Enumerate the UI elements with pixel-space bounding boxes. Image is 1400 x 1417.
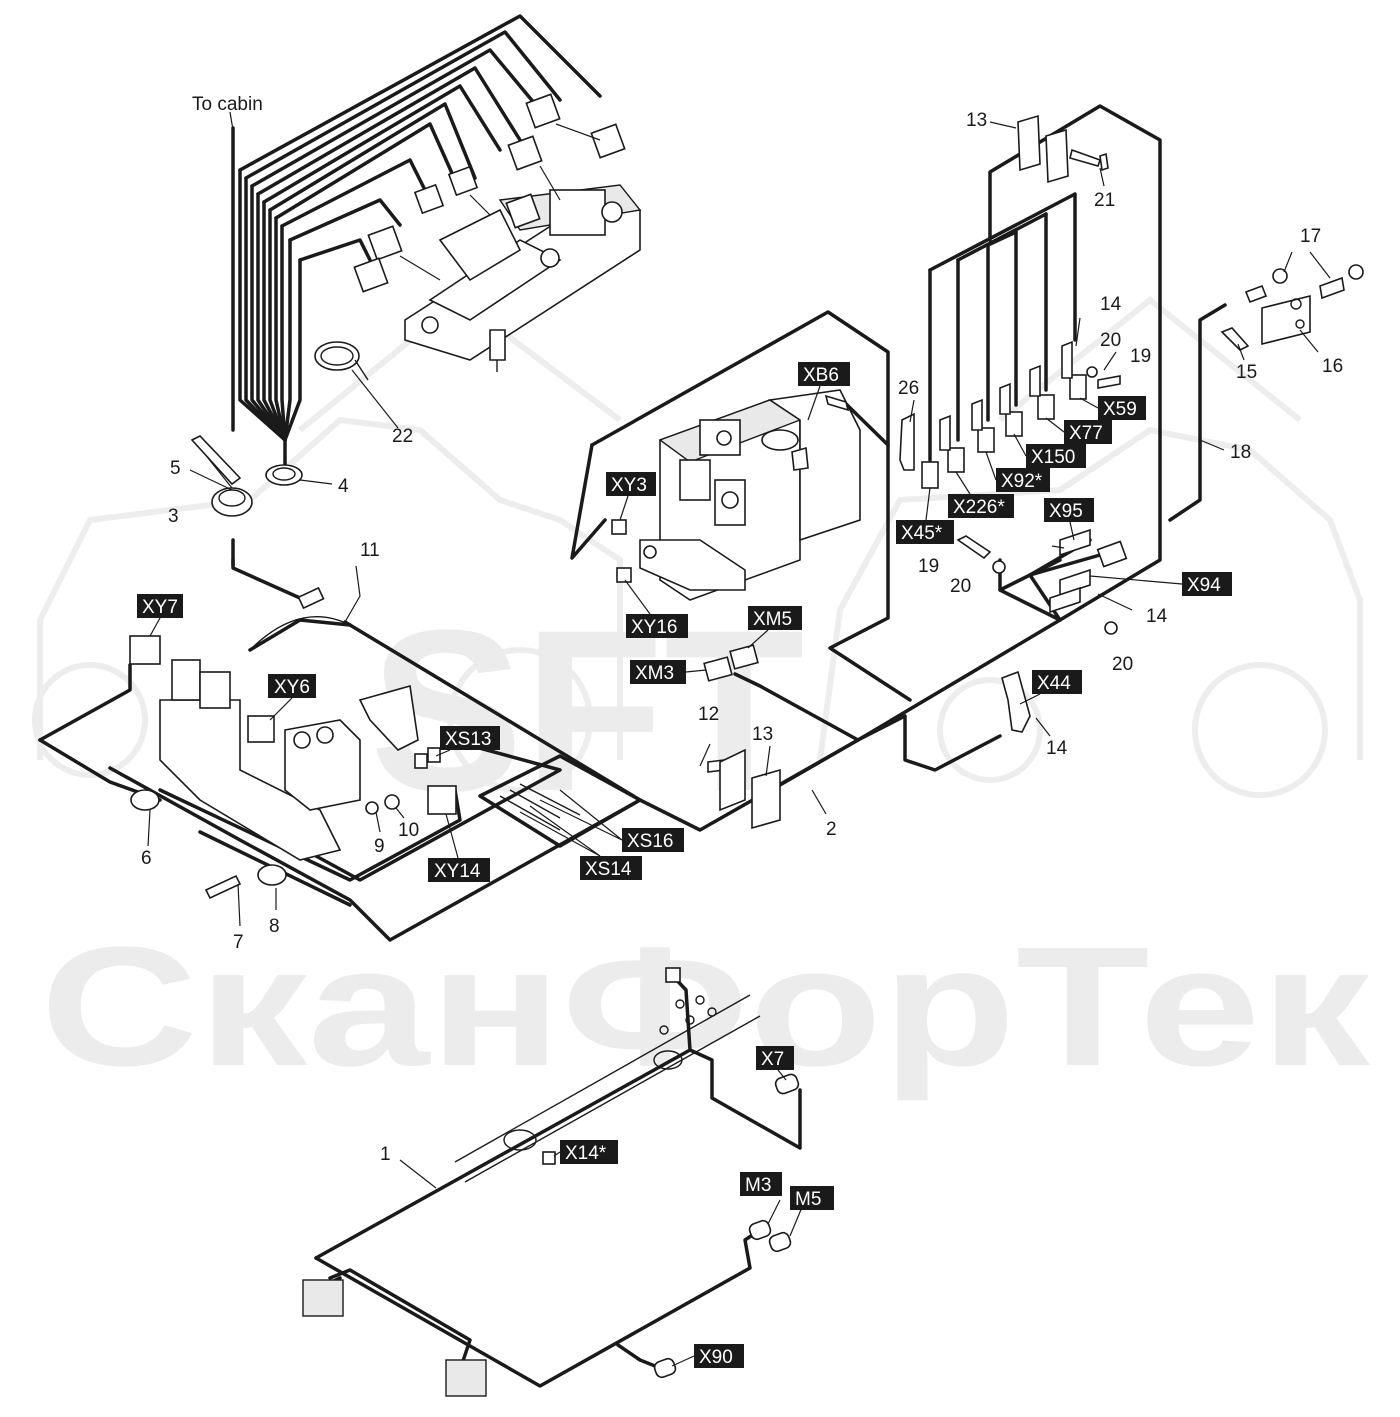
cabin-harness-bundle <box>231 14 602 600</box>
svg-text:X90: X90 <box>699 1347 733 1368</box>
tag-m5: M5 <box>790 1186 834 1210</box>
callout-10: 10 <box>398 820 419 841</box>
callout-3: 3 <box>168 506 179 527</box>
callout-9: 9 <box>374 836 385 857</box>
bottom-frame-harness <box>302 967 802 1397</box>
control-valve-block <box>353 93 642 372</box>
callout-20-low: 20 <box>1112 654 1133 675</box>
callout-11: 11 <box>360 540 380 561</box>
callout-numbers: 1 2 3 4 5 6 7 8 9 10 11 12 13 13 14 14 1… <box>141 110 1343 1165</box>
lower-valve-block <box>129 586 781 900</box>
callout-1: 1 <box>380 1144 391 1165</box>
callout-19-mid: 19 <box>918 556 939 577</box>
tag-x150: X150 <box>1026 444 1086 468</box>
svg-text:X92*: X92* <box>1001 471 1043 492</box>
callout-6: 6 <box>141 848 152 869</box>
tag-xb6: XB6 <box>798 362 850 386</box>
callout-20-mid: 20 <box>950 576 971 597</box>
svg-text:XB6: XB6 <box>803 365 839 386</box>
tag-xs13: XS13 <box>440 726 500 750</box>
svg-text:XS13: XS13 <box>445 729 491 750</box>
bracket-15-16-17 <box>1168 251 1364 522</box>
tag-xs16: XS16 <box>622 828 684 852</box>
callout-13-upper: 13 <box>966 110 987 131</box>
watermark-tractor-outline <box>32 296 1363 798</box>
svg-text:X45*: X45* <box>901 523 943 544</box>
tag-xm5: XM5 <box>748 606 802 630</box>
callout-4: 4 <box>338 476 349 497</box>
callout-13-lower: 13 <box>752 724 773 745</box>
svg-text:XS16: XS16 <box>627 831 673 852</box>
callout-5: 5 <box>170 458 181 479</box>
pump-harness <box>570 310 912 702</box>
tag-x92: X92* <box>996 468 1050 492</box>
tag-x44: X44 <box>1032 670 1082 694</box>
svg-text:XM3: XM3 <box>635 663 674 684</box>
callout-18: 18 <box>1230 442 1251 463</box>
svg-text:XY6: XY6 <box>274 677 310 698</box>
tag-x59: X59 <box>1098 396 1146 420</box>
svg-text:X77: X77 <box>1069 423 1103 444</box>
callout-22: 22 <box>392 426 413 447</box>
svg-text:XY7: XY7 <box>142 597 178 618</box>
cable-tie-22 <box>314 341 399 429</box>
tag-leader-lines <box>149 385 1183 1367</box>
callout-14-low: 14 <box>1046 738 1068 759</box>
tag-xy14: XY14 <box>428 858 490 882</box>
svg-text:XM5: XM5 <box>753 609 792 630</box>
svg-text:X59: X59 <box>1103 399 1137 420</box>
tag-x45: X45* <box>896 520 954 544</box>
svg-text:X95: X95 <box>1049 501 1083 522</box>
tag-xm3: XM3 <box>630 660 686 684</box>
tag-x226: X226* <box>948 494 1014 518</box>
callout-15: 15 <box>1236 362 1257 383</box>
tag-x90: X90 <box>694 1344 744 1368</box>
svg-text:XY16: XY16 <box>631 617 677 638</box>
hydraulic-pump <box>611 389 861 601</box>
tag-x94: X94 <box>1182 572 1232 596</box>
tag-x95: X95 <box>1044 498 1094 522</box>
svg-text:X94: X94 <box>1187 575 1221 596</box>
callout-21: 21 <box>1094 190 1115 211</box>
svg-text:X150: X150 <box>1031 447 1075 468</box>
svg-text:XY3: XY3 <box>611 475 647 496</box>
callout-14-top: 14 <box>1100 294 1122 315</box>
svg-text:X226*: X226* <box>953 497 1005 518</box>
callout-26: 26 <box>898 378 919 399</box>
callout-16: 16 <box>1322 356 1343 377</box>
svg-text:X44: X44 <box>1037 673 1071 694</box>
callout-19-top: 19 <box>1130 346 1151 367</box>
tag-xy6: XY6 <box>268 674 316 698</box>
callout-17: 17 <box>1300 226 1321 247</box>
tag-x14: X14* <box>560 1140 618 1164</box>
callout-14-mid: 14 <box>1146 606 1168 627</box>
tag-xs14: XS14 <box>580 856 642 880</box>
tag-m3: M3 <box>740 1172 782 1196</box>
clamps-3-4-5 <box>189 435 333 517</box>
tag-xy16: XY16 <box>626 614 688 638</box>
svg-text:X7: X7 <box>761 1049 784 1070</box>
watermark-company: СканФорТек <box>40 912 1371 1102</box>
tag-x7: X7 <box>756 1046 794 1070</box>
callout-12: 12 <box>698 704 719 725</box>
tag-xy3: XY3 <box>606 472 656 496</box>
svg-text:XY14: XY14 <box>434 861 481 882</box>
svg-text:M3: M3 <box>745 1175 771 1196</box>
callout-8: 8 <box>269 916 280 937</box>
connector-tags: XY7 XY6 XY14 XS13 XS16 XS14 XY3 XY16 XB6… <box>137 362 1232 1368</box>
callout-7: 7 <box>233 932 244 953</box>
callout-20-top: 20 <box>1100 330 1121 351</box>
to-cabin-label: To cabin <box>192 94 263 115</box>
callout-2: 2 <box>826 819 837 840</box>
tag-x77: X77 <box>1064 420 1112 444</box>
tag-xy7: XY7 <box>137 594 183 618</box>
svg-text:X14*: X14* <box>565 1143 607 1164</box>
svg-text:XS14: XS14 <box>585 859 632 880</box>
svg-text:M5: M5 <box>795 1189 821 1210</box>
